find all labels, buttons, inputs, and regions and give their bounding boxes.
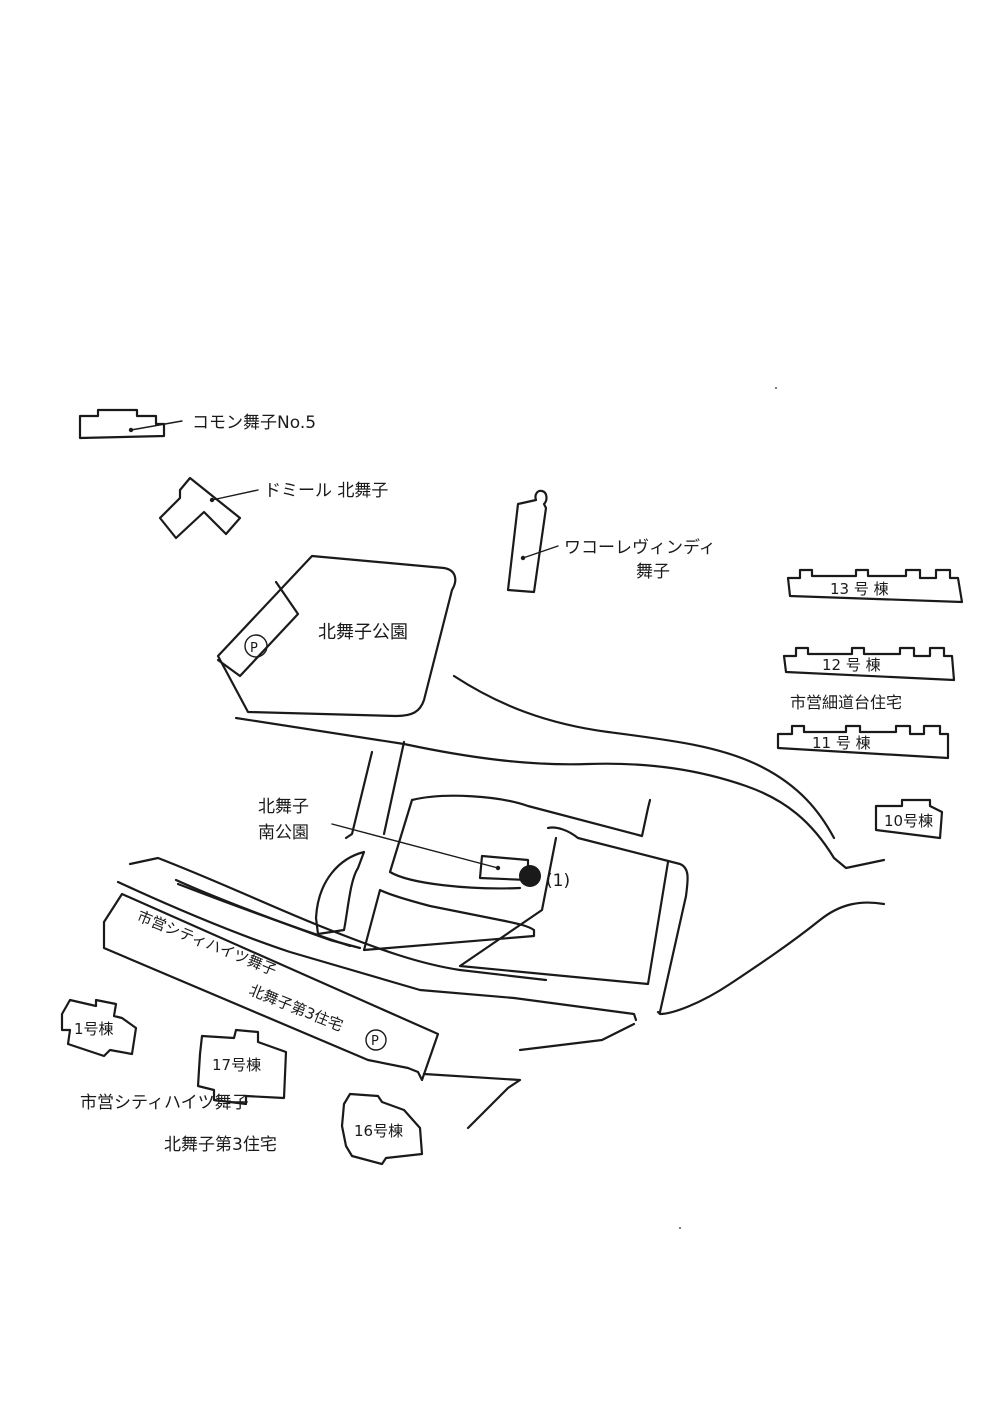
waco-label-2: 舞子 — [636, 562, 670, 582]
strip-parking-icon: P — [371, 1034, 379, 1049]
building-16[interactable] — [340, 1092, 424, 1166]
domir-kitamaiko-building[interactable] — [158, 476, 259, 540]
south-park-label-1: 北舞子 — [258, 797, 309, 817]
building-1-label: 1号棟 — [74, 1020, 114, 1038]
building-16-label: 16号棟 — [354, 1122, 403, 1140]
building-17-label: 17号棟 — [212, 1056, 261, 1074]
ink-speck — [775, 387, 777, 389]
park-parking-icon: P — [250, 641, 258, 656]
waco-building[interactable] — [506, 489, 559, 594]
kitamaiko-park-label: 北舞子公園 — [318, 622, 408, 643]
kitamaiko-park[interactable] — [216, 554, 457, 718]
building-12-label: 12 号 棟 — [822, 656, 881, 674]
building-10-label: 10号棟 — [884, 812, 933, 830]
common-maiko-label: コモン舞子No.5 — [192, 413, 316, 433]
building-1[interactable] — [60, 998, 138, 1058]
hosomichi-label: 市営細道台住宅 — [790, 693, 902, 712]
building-17[interactable] — [196, 1028, 288, 1106]
building-11[interactable] — [776, 724, 950, 760]
city-heights-label-2: 北舞子第3住宅 — [164, 1135, 277, 1155]
location-marker[interactable] — [519, 865, 541, 887]
building-11-label: 11 号 棟 — [812, 734, 871, 752]
building-13[interactable] — [786, 568, 964, 604]
domir-kitamaiko-label: ドミール 北舞子 — [264, 481, 388, 501]
city-heights-label-1: 市営シティハイツ舞子 — [80, 1093, 249, 1113]
city-heights-strip-building[interactable] — [102, 892, 440, 1082]
roads — [116, 674, 886, 1130]
building-13-label: 13 号 棟 — [830, 580, 889, 598]
ink-speck — [679, 1227, 681, 1229]
city-heights-strip-label-2: 北舞子第3住宅 — [247, 981, 346, 1035]
city-heights-strip-label-1: 市営シティハイツ舞子 — [135, 907, 280, 979]
common-maiko-building[interactable] — [78, 408, 183, 440]
building-12[interactable] — [782, 646, 956, 682]
south-park-label-2: 南公園 — [258, 823, 309, 843]
waco-label-1: ワコーレヴィンディ — [564, 537, 716, 558]
location-marker-label: (1) — [546, 871, 570, 891]
building-10[interactable] — [874, 798, 944, 840]
